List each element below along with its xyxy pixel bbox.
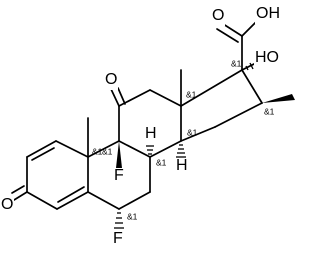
atom-ho-17: HO bbox=[255, 49, 279, 66]
stereo-label-c6: &1 bbox=[127, 211, 138, 221]
bond-c1-c2 bbox=[26, 140, 57, 158]
hash-c17-oh bbox=[245, 62, 254, 71]
bond-c3-o3-double bbox=[11, 185, 25, 194]
stereo-label-c16: &1 bbox=[264, 106, 275, 116]
wedge-c9-f bbox=[116, 141, 122, 168]
stereo-label-c17: &1 bbox=[231, 58, 242, 68]
hash-c8-h bbox=[145, 141, 155, 155]
atom-h-8: H bbox=[145, 125, 157, 142]
atom-f-9: F bbox=[114, 167, 124, 184]
atom-label-layer: O OH HO O F H H O F bbox=[0, 5, 281, 248]
bond-c15-c16 bbox=[214, 102, 263, 128]
bond-c11-c12 bbox=[118, 89, 151, 107]
stereo-label-c14: &1 bbox=[187, 127, 198, 137]
bond-c11-o11-double bbox=[117, 87, 126, 105]
bond-c14-c15 bbox=[180, 126, 216, 142]
atom-oh-acid: OH bbox=[256, 5, 280, 22]
bond-c12-c13 bbox=[149, 89, 182, 107]
wedge-c16-methyl bbox=[262, 94, 295, 103]
atom-o-3: O bbox=[1, 196, 13, 213]
atom-f-6: F bbox=[113, 230, 123, 247]
bond-c16-c17 bbox=[241, 69, 263, 104]
stereo-label-layer: &1 &1 &1 &1 &1 &1 &1 &1 bbox=[92, 58, 275, 221]
bond-c8-c9 bbox=[118, 140, 151, 158]
atom-o-acid-double: O bbox=[212, 7, 224, 24]
bond-c6-c7 bbox=[118, 191, 151, 210]
hash-c6-f bbox=[114, 212, 124, 229]
bond-c14-c8 bbox=[149, 140, 182, 158]
stereo-label-c8: &1 bbox=[156, 157, 167, 167]
bond-c3-o3 bbox=[13, 191, 28, 201]
bond-layer bbox=[11, 17, 263, 210]
stereo-label-c13: &1 bbox=[186, 89, 197, 99]
bond-c1-c2-double bbox=[31, 147, 55, 161]
bond-c4-c5 bbox=[56, 191, 89, 210]
atom-o-11: O bbox=[105, 71, 117, 88]
bond-c9-c10 bbox=[87, 140, 120, 158]
bond-c11-o11 bbox=[110, 88, 120, 107]
bond-c3-c4 bbox=[26, 191, 58, 210]
bond-c5-c6 bbox=[87, 191, 120, 210]
stereo-bond-layer bbox=[114, 62, 295, 229]
stereo-label-c9: &1 bbox=[102, 146, 113, 156]
bond-c10-c1 bbox=[55, 140, 89, 158]
hash-c14-h bbox=[176, 144, 186, 158]
bond-cooh-o-double-2 bbox=[216, 28, 239, 43]
bond-c4-c5-double bbox=[57, 186, 85, 203]
atom-h-14: H bbox=[176, 157, 188, 174]
bond-c17-c13 bbox=[180, 69, 243, 107]
stereo-label-c10: &1 bbox=[92, 146, 103, 156]
